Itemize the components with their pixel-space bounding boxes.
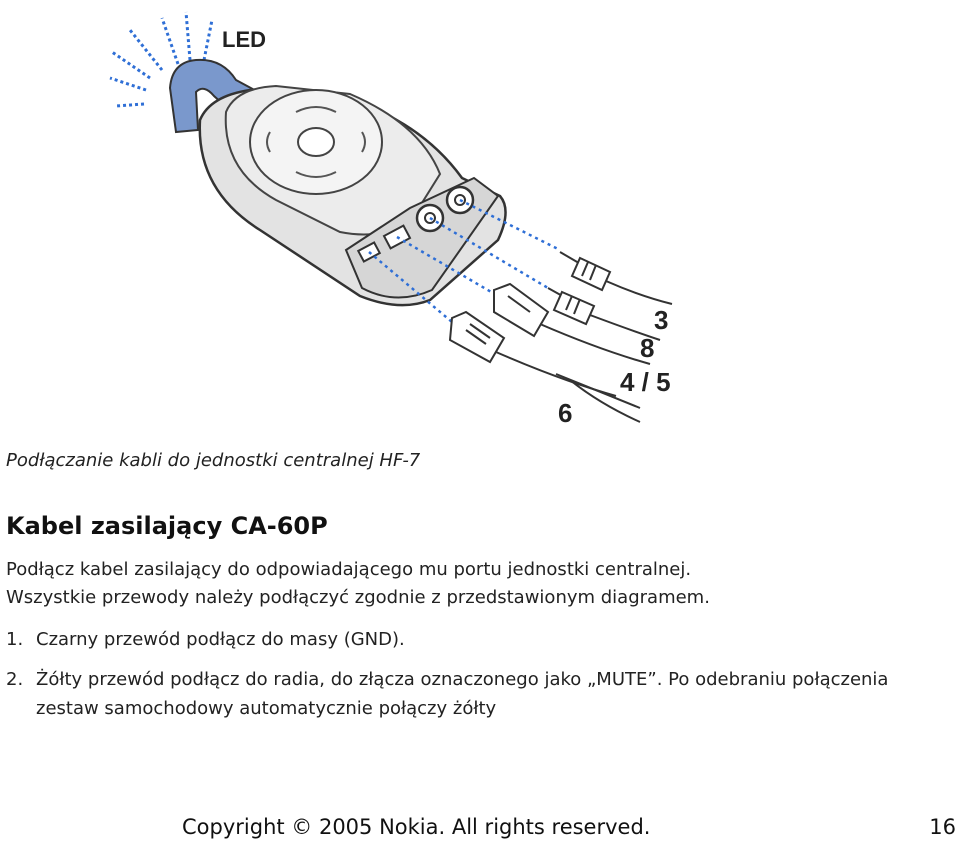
figure-caption: Podłączanie kabli do jednostki centralne…	[6, 450, 421, 471]
section-heading: Kabel zasilający CA-60P	[6, 512, 328, 540]
led-label: LED	[222, 27, 266, 52]
connector-label-3: 3	[654, 305, 669, 335]
intro-paragraph: Podłącz kabel zasilający do odpowiadając…	[6, 556, 710, 612]
list-item-text: Żółty przewód podłącz do radia, do złącz…	[36, 669, 889, 719]
connector-label-6: 6	[558, 398, 573, 428]
connection-diagram: LED 3 8 4 / 5 6	[109, 11, 673, 428]
intro-line: Wszystkie przewody należy podłączyć zgod…	[6, 587, 710, 608]
page-footer: Copyright © 2005 Nokia. All rights reser…	[0, 815, 960, 843]
list-item-text: Czarny przewód podłącz do masy (GND).	[36, 629, 405, 650]
list-item: 1. Czarny przewód podłącz do masy (GND).	[6, 625, 946, 654]
led-glow-icon	[109, 11, 214, 108]
connector-label-4-5: 4 / 5	[620, 367, 671, 397]
connector-label-8: 8	[640, 333, 655, 363]
list-item-number: 2.	[6, 669, 24, 690]
page-number: 16	[929, 815, 956, 839]
copyright-notice: Copyright © 2005 Nokia. All rights reser…	[182, 815, 651, 839]
list-item-number: 1.	[6, 629, 24, 650]
intro-line: Podłącz kabel zasilający do odpowiadając…	[6, 559, 692, 580]
hf7-unit-illustration	[109, 11, 673, 423]
list-item: 2. Żółty przewód podłącz do radia, do zł…	[6, 665, 946, 723]
